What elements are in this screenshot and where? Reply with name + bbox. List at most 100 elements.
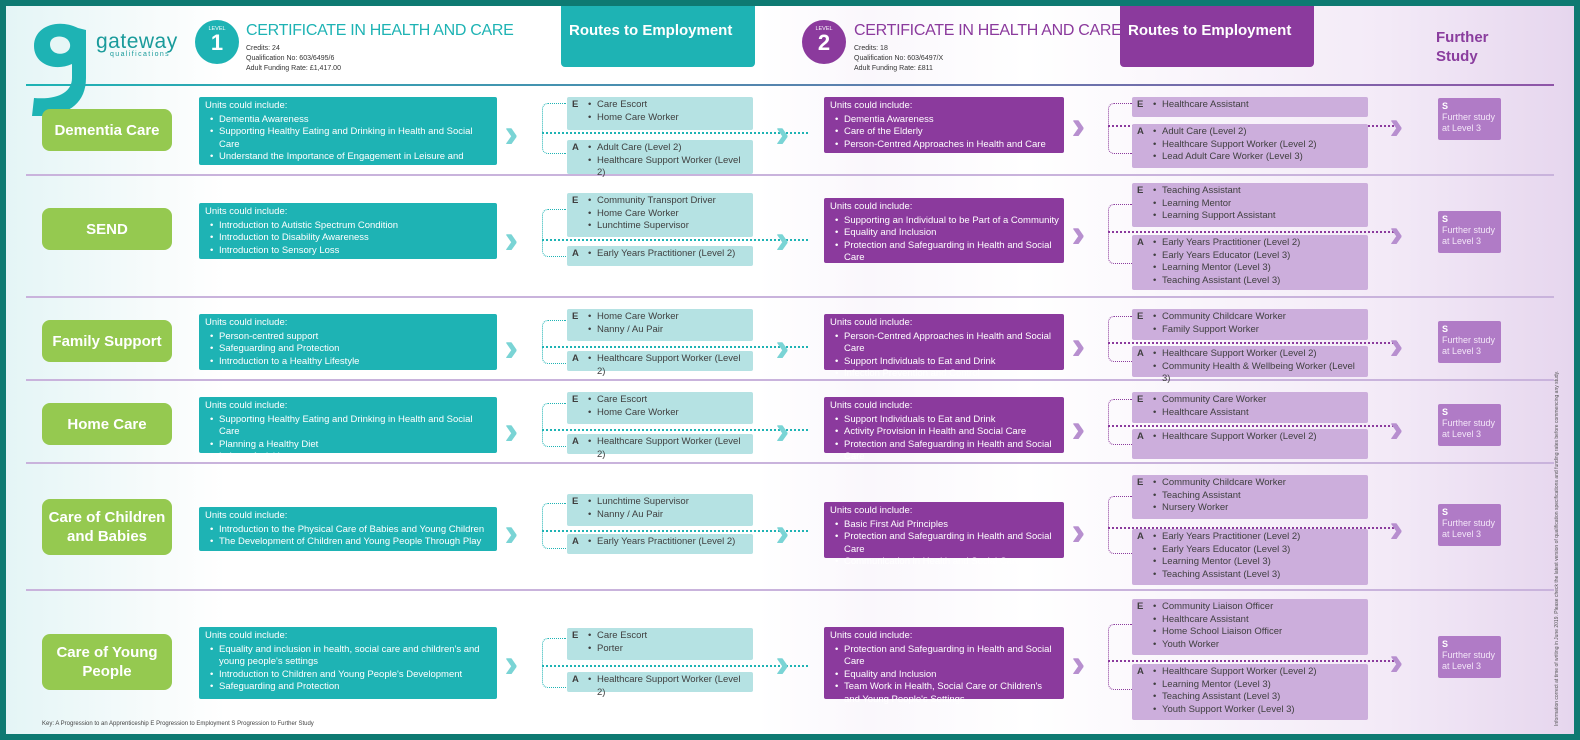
route-dotted-line	[542, 665, 808, 667]
level-1-employment-care-of-children-and-babies: E Lunchtime SupervisorNanny / Au Pair	[567, 494, 753, 526]
unit-item: Support Individuals to Eat and Drink	[835, 414, 1059, 427]
route-item: Youth Worker	[1153, 639, 1362, 652]
unit-item: Introduction to Children and Young Peopl…	[210, 669, 492, 682]
header-divider	[26, 84, 1554, 86]
unit-item: Supporting an Individual to be Part of a…	[835, 215, 1059, 228]
unit-item: Infection Prevention and Control	[835, 368, 1059, 381]
route-item: Healthcare Support Worker (Level 2)	[588, 155, 747, 180]
further-study-box-home-care: S Further study at Level 3	[1438, 404, 1501, 446]
route-dotted-line	[1108, 425, 1398, 427]
route-item: Lunchtime Supervisor	[588, 220, 747, 233]
level-2-qual-no: Qualification No: 603/6497/X	[854, 55, 944, 62]
level-1-credits: Credits: 24	[246, 45, 280, 52]
qualification-poster: gateway qualifications LEVEL 1 CERTIFICA…	[6, 6, 1574, 734]
route-item: Home Care Worker	[588, 407, 747, 420]
level-1-units-care-of-young-people: Units could include: Equality and inclus…	[199, 627, 497, 699]
route-bracket	[542, 503, 566, 549]
further-study-box-send: S Further study at Level 3	[1438, 211, 1501, 253]
employment-key-letter: E	[1137, 311, 1144, 322]
further-study-box-family-support: S Further study at Level 3	[1438, 321, 1501, 363]
route-item: Teaching Assistant	[1153, 490, 1362, 503]
route-dotted-line	[542, 429, 808, 431]
unit-item: Equality and Inclusion	[835, 227, 1059, 240]
unit-item: Equality and inclusion in health, social…	[210, 644, 492, 669]
apprenticeship-key-letter: A	[572, 674, 579, 685]
level-2-apprenticeship-care-of-children-and-babies: A Early Years Practitioner (Level 2)Earl…	[1132, 529, 1368, 585]
level-2-units-home-care: Units could include: Support Individuals…	[824, 397, 1064, 462]
unit-item: Person-Centred Approaches in Health and …	[835, 139, 1059, 152]
unit-item: Person-Centred Approaches in Health and …	[835, 331, 1059, 356]
level-2-badge: LEVEL 2	[802, 20, 846, 64]
route-item: Community Care Worker	[1153, 394, 1362, 407]
level-2-units-family-support: Units could include: Person-Centred Appr…	[824, 314, 1064, 380]
route-item: Healthcare Assistant	[1153, 614, 1362, 627]
units-heading: Units could include:	[205, 510, 288, 521]
route-item: Porter	[588, 643, 747, 656]
level-2-employment-dementia-care: E Healthcare Assistant	[1132, 97, 1368, 117]
route-item: Lead Adult Care Worker (Level 3)	[1153, 151, 1362, 164]
employment-key-letter: E	[572, 496, 579, 507]
route-bracket	[1108, 496, 1132, 554]
level-2-apprenticeship-send: A Early Years Practitioner (Level 2)Earl…	[1132, 235, 1368, 290]
further-study-box-care-of-young-people: S Further study at Level 3	[1438, 636, 1501, 678]
units-heading: Units could include:	[830, 201, 913, 212]
level-1-employment-home-care: E Care EscortHome Care Worker	[567, 392, 753, 424]
unit-item: Supporting Healthy Eating and Drinking i…	[210, 414, 492, 439]
route-item: Learning Mentor (Level 3)	[1153, 679, 1362, 692]
unit-item: Basic First Aid Principles	[835, 519, 1059, 532]
further-study-key-letter: S	[1442, 101, 1449, 111]
route-dotted-line	[1108, 660, 1398, 662]
level-number: 1	[210, 30, 224, 55]
apprenticeship-key-letter: A	[1137, 348, 1144, 359]
unit-item: Safeguarding and Protection	[210, 343, 492, 356]
row-divider	[26, 296, 1554, 298]
route-item: Healthcare Support Worker (Level 2)	[588, 353, 747, 378]
level-1-units-family-support: Units could include: Person-centred supp…	[199, 314, 497, 370]
route-item: Teaching Assistant (Level 3)	[1153, 569, 1362, 582]
route-bracket	[1108, 399, 1132, 445]
further-study-text: Further study at Level 3	[1442, 225, 1496, 246]
further-study-text: Further study at Level 3	[1442, 335, 1496, 356]
route-item: Care Escort	[588, 394, 747, 407]
unit-item: Introduction to Autistic Spectrum Condit…	[210, 220, 492, 233]
route-item: Teaching Assistant	[1153, 185, 1362, 198]
route-bracket	[542, 103, 566, 154]
apprenticeship-key-letter: A	[572, 436, 579, 447]
logo-subtitle: qualifications	[110, 51, 171, 58]
unit-item: Protection and Safeguarding in Health an…	[835, 644, 1059, 669]
route-item: Youth Support Worker (Level 3)	[1153, 704, 1362, 717]
level-2-apprenticeship-family-support: A Healthcare Support Worker (Level 2)Com…	[1132, 346, 1368, 384]
units-heading: Units could include:	[205, 630, 288, 641]
level-1-apprenticeship-care-of-young-people: A Healthcare Support Worker (Level 2)	[567, 672, 753, 698]
route-dotted-line	[542, 530, 808, 532]
route-item: Early Years Practitioner (Level 2)	[588, 248, 747, 261]
unit-item: Care of the Elderly	[835, 126, 1059, 139]
units-heading: Units could include:	[205, 100, 288, 111]
route-item: Nursery Worker	[1153, 502, 1362, 515]
route-bracket	[1108, 316, 1132, 362]
further-study-key-letter: S	[1442, 507, 1449, 517]
unit-item: Support Individuals to Eat and Drink	[835, 356, 1059, 369]
level-1-meta: Credits: 24 Qualification No: 603/6495/6…	[246, 44, 341, 74]
route-item: Nanny / Au Pair	[588, 324, 747, 337]
route-bracket	[542, 320, 566, 364]
level-1-apprenticeship-home-care: A Healthcare Support Worker (Level 2)	[567, 434, 753, 460]
unit-item: Introduction to Sensory Loss	[210, 245, 492, 258]
row-label-send: SEND	[42, 208, 172, 250]
units-heading: Units could include:	[830, 100, 913, 111]
further-study-key-letter: S	[1442, 324, 1449, 334]
route-item: Early Years Practitioner (Level 2)	[1153, 531, 1362, 544]
route-item: Early Years Educator (Level 3)	[1153, 544, 1362, 557]
further-study-key-letter: S	[1442, 639, 1449, 649]
further-study-text: Further study at Level 3	[1442, 650, 1496, 671]
level-2-routes-header: Routes to Employment	[1120, 6, 1314, 67]
level-word: LEVEL	[815, 26, 833, 32]
employment-key-letter: E	[572, 99, 579, 110]
route-bracket	[542, 403, 566, 447]
unit-item: Person-centred support	[210, 331, 492, 344]
unit-item: The Development of Children and Young Pe…	[210, 536, 492, 549]
row-label-family-support: Family Support	[42, 320, 172, 362]
route-item: Healthcare Support Worker (Level 2)	[588, 674, 747, 699]
level-2-apprenticeship-care-of-young-people: A Healthcare Support Worker (Level 2)Lea…	[1132, 664, 1368, 720]
unit-item: Activity Provision in Health and Social …	[835, 426, 1059, 439]
